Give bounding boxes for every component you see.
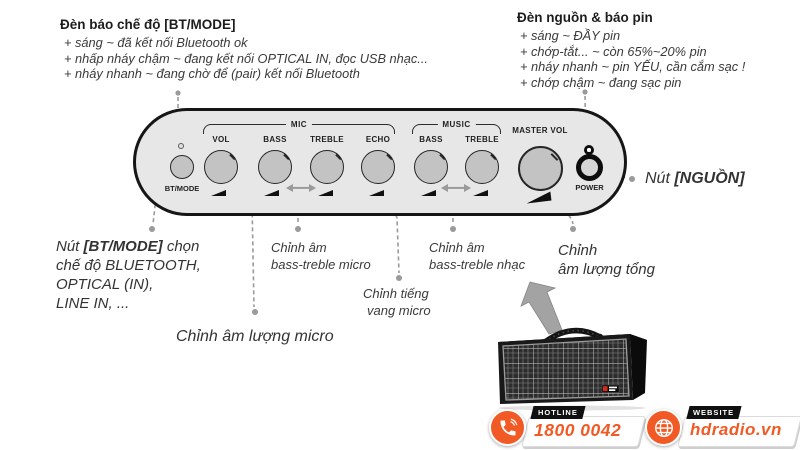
speaker-logo (601, 384, 620, 393)
annotation-mode-led-title: Đèn báo chế độ [BT/MODE] (60, 17, 236, 32)
annotation-bt-line: LINE IN, ... (56, 295, 130, 312)
knob-mic-vol (204, 150, 238, 184)
annotation-bt-line: chế độ BLUETOOTH, (56, 257, 201, 274)
annotation-music-tone-line: Chỉnh âm (429, 240, 485, 255)
mic-group-bracket: MIC (203, 120, 395, 134)
annotation-mic-tone-line: bass-treble micro (271, 256, 371, 272)
music-treble-label: TREBLE (465, 135, 499, 144)
wedge-icon (318, 190, 333, 196)
power-led-icon (584, 145, 594, 155)
website-label: WEBSITE (693, 407, 735, 417)
annotation-music-tone: Chỉnh âm bass-treble nhạc (429, 240, 525, 273)
leader-dots (149, 89, 635, 315)
annotation-power-led: Đèn nguồn & báo pin + sáng ~ ĐẦY pin + c… (517, 9, 745, 90)
annotation-mic-volume: Chỉnh âm lượng micro (176, 328, 334, 345)
control-panel: BT/MODE MIC MUSIC VOL BASS TREBLE ECHO B… (133, 108, 627, 216)
website-circle (645, 409, 682, 446)
annotation-bt-post: chọn (162, 238, 200, 255)
wedge-icon (473, 190, 488, 196)
annotation-master-line: âm lượng tổng (558, 261, 655, 278)
master-vol-wedge-icon (525, 191, 552, 204)
knob-mic-treble (310, 150, 344, 184)
mic-vol-label: VOL (212, 135, 230, 144)
annotation-bt-pre: Nút (56, 238, 84, 255)
knob-music-treble (465, 150, 499, 184)
power-label: POWER (575, 183, 604, 192)
music-tone-range-arrow-icon (441, 183, 471, 192)
leader-master-vol (552, 191, 574, 225)
annotation-power-button: Nút [NGUỒN] (645, 170, 745, 188)
annotation-power-led-title: Đèn nguồn & báo pin (517, 10, 653, 25)
annotation-bt-mode-button: Nút [BT/MODE] chọn chế độ BLUETOOTH, OPT… (56, 237, 201, 313)
annotation-power-led-line: + chớp-tắt... ~ còn 65%~20% pin (520, 43, 707, 59)
annotation-master-volume: Chỉnh âm lượng tổng (558, 241, 655, 279)
knob-music-bass (414, 150, 448, 184)
wedge-icon (421, 190, 436, 196)
phone-icon (500, 418, 517, 435)
website-banner: WEBSITE (686, 406, 742, 419)
annotation-power-led-line: + sáng ~ ĐẦY pin (520, 28, 621, 43)
bt-mode-button (170, 155, 194, 179)
annotation-mic-echo: Chỉnh tiếng vang micro (363, 286, 431, 319)
wedge-icon (264, 190, 279, 196)
annotation-bt-line: OPTICAL (IN), (56, 276, 154, 293)
annotation-mode-led: Đèn báo chế độ [BT/MODE] + sáng ~ đã kết… (60, 16, 428, 82)
speaker-side (630, 334, 647, 400)
arrow-speaker-to-panel (520, 281, 563, 335)
knob-mic-echo (361, 150, 395, 184)
speaker-illustration (498, 327, 647, 411)
annotation-mode-led-line: + nháy nhanh ~ đang chờ để (pair) kết nố… (64, 66, 360, 82)
hotline-number: 1800 0042 (534, 420, 622, 440)
speaker-grille (502, 338, 630, 401)
globe-icon (654, 418, 673, 437)
bt-mode-label: BT/MODE (164, 184, 200, 193)
annotation-master-line: Chỉnh (558, 242, 598, 259)
master-vol-label: MASTER VOL (512, 126, 568, 135)
mic-group-label: MIC (285, 120, 313, 129)
music-bass-label: BASS (419, 135, 443, 144)
wedge-icon (369, 190, 384, 196)
mic-tone-range-arrow-icon (286, 183, 316, 192)
annotation-mode-led-line: + nhấp nháy chậm ~ đang kết nối OPTICAL … (64, 50, 428, 66)
hotline-badge: HOTLINE 1800 0042 (488, 406, 648, 448)
website-badge: WEBSITE hdradio.vn (644, 406, 800, 448)
annotation-power-pre: Nút (645, 170, 675, 187)
mic-echo-label: ECHO (365, 135, 391, 144)
annotation-power-bold: [NGUỒN] (674, 170, 745, 187)
annotation-mic-tone: Chỉnh âm bass-treble micro (271, 240, 371, 273)
wedge-icon (211, 190, 226, 196)
website-url: hdradio.vn (690, 420, 782, 439)
hotline-circle (489, 409, 526, 446)
annotation-music-tone-line: bass-treble nhạc (429, 256, 526, 272)
annotation-power-led-line: + nháy nhanh ~ pin YẾU, cần cắm sạc ! (520, 59, 746, 75)
mic-treble-label: TREBLE (310, 135, 344, 144)
annotation-mic-tone-line: Chỉnh âm (271, 240, 327, 255)
annotation-bt-bold: [BT/MODE] (83, 238, 163, 255)
knob-master-vol (518, 146, 563, 191)
annotation-power-led-line: + chớp chậm ~ đang sạc pin (520, 74, 682, 90)
annotation-mic-echo-line: Chỉnh tiếng (363, 286, 429, 301)
hotline-banner: HOTLINE (530, 406, 586, 419)
knob-mic-bass (258, 150, 292, 184)
music-group-label: MUSIC (437, 120, 476, 129)
hotline-label: HOTLINE (538, 407, 578, 417)
music-group-bracket: MUSIC (412, 120, 501, 134)
annotation-mic-echo-line: vang micro (367, 302, 431, 318)
bt-mode-led-icon (178, 143, 184, 149)
mic-bass-label: BASS (263, 135, 287, 144)
power-button (576, 154, 603, 181)
annotation-mode-led-line: + sáng ~ đã kết nối Bluetooth ok (64, 35, 248, 50)
